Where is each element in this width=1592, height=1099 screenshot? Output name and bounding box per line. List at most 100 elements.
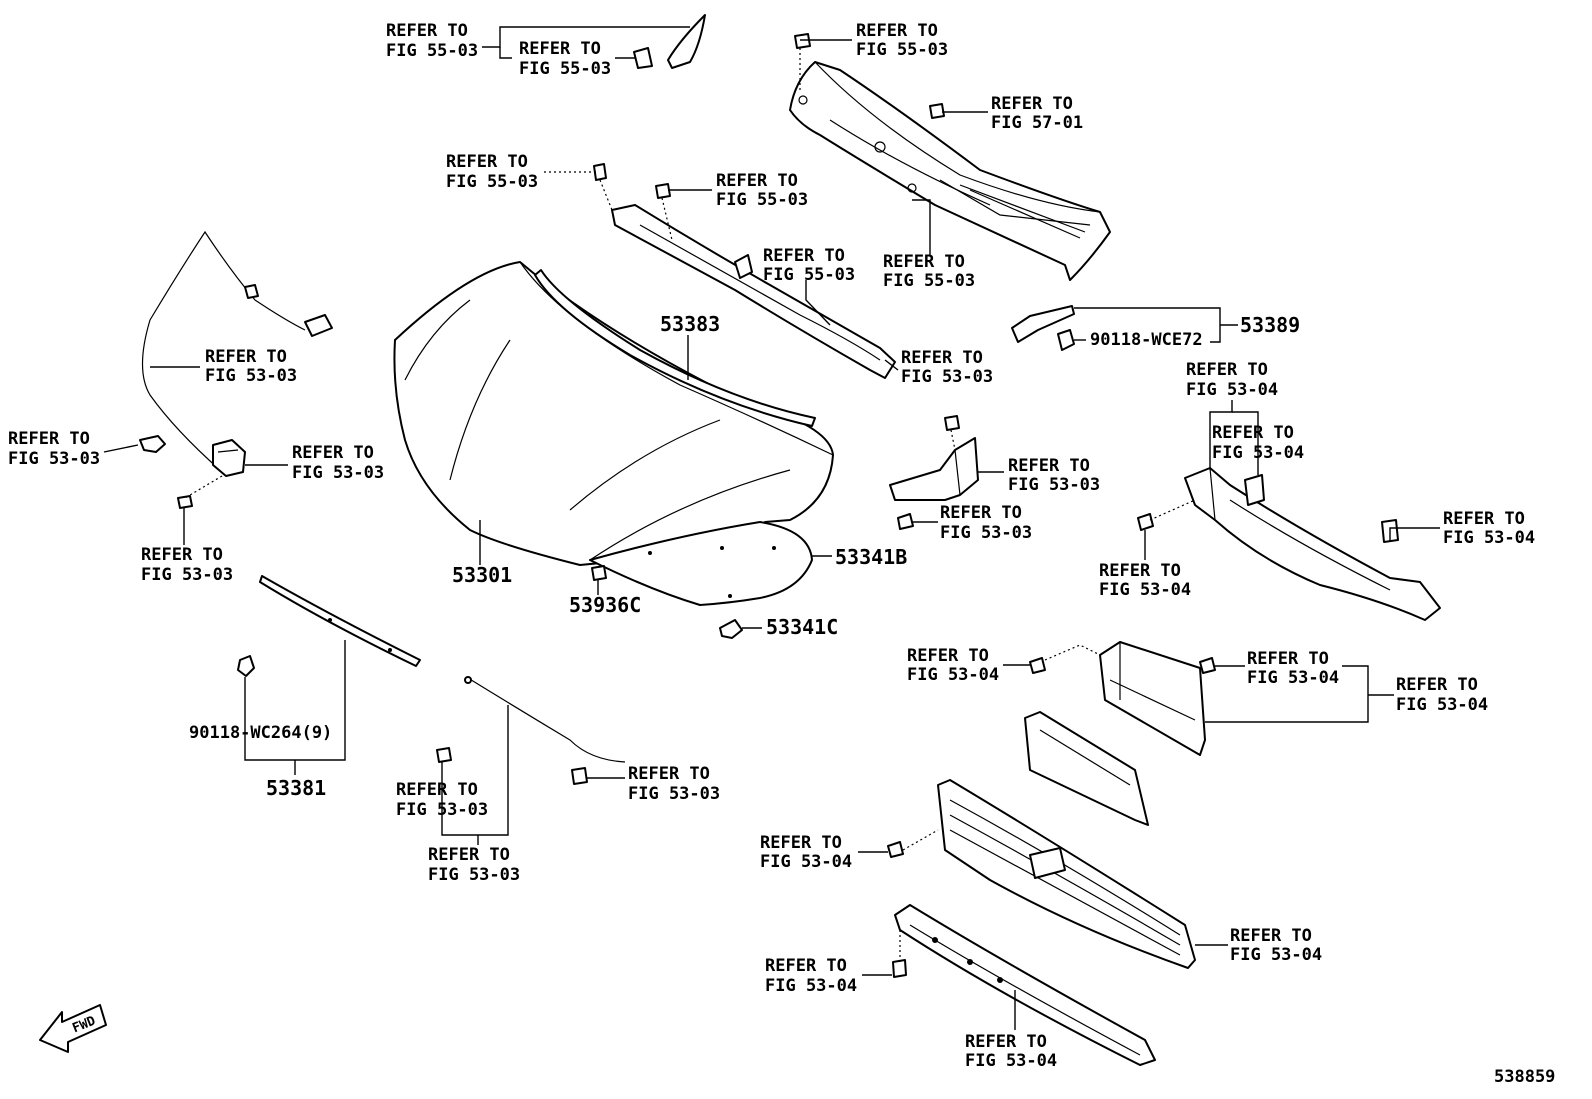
svg-text:REFER TO: REFER TO [1396, 675, 1478, 695]
cable-clip [139, 435, 166, 453]
callout-rod-grommet: REFER TO FIG 53-03 [396, 780, 488, 820]
svg-text:FIG 55-03: FIG 55-03 [763, 265, 855, 285]
callout-duct-clip: REFER TO FIG 53-04 [1247, 649, 1339, 688]
callout-seal-left: REFER TO FIG 55-03 [446, 152, 538, 192]
svg-text:REFER TO: REFER TO [8, 429, 90, 449]
fwd-arrow-icon: FWD [39, 1004, 107, 1053]
radiator-support-upper [1137, 467, 1441, 621]
callout-grille-bolt: REFER TO FIG 53-04 [760, 833, 852, 872]
callout-support-mid: REFER TO FIG 53-04 [1212, 423, 1304, 463]
lower-duct [1024, 711, 1149, 826]
svg-text:REFER TO: REFER TO [907, 646, 989, 666]
callout-support-bolt: REFER TO FIG 53-04 [1099, 561, 1191, 600]
svg-text:REFER TO: REFER TO [1212, 423, 1294, 443]
callout-top-left-2: REFER TO FIG 55-03 [519, 39, 611, 79]
clip-53341c [719, 619, 743, 639]
callout-lock-bolt: REFER TO FIG 53-03 [141, 545, 233, 585]
callout-duct-right: REFER TO FIG 53-04 [1396, 675, 1488, 715]
svg-text:REFER TO: REFER TO [991, 94, 1073, 114]
svg-text:REFER TO: REFER TO [856, 21, 938, 41]
svg-text:FIG 53-03: FIG 53-03 [141, 565, 233, 585]
svg-text:FIG 55-03: FIG 55-03 [856, 40, 948, 60]
clip-90118-wc264 [237, 655, 255, 677]
svg-text:REFER TO: REFER TO [883, 252, 965, 272]
svg-text:REFER TO: REFER TO [940, 503, 1022, 523]
svg-text:FIG 53-04: FIG 53-04 [765, 976, 857, 996]
svg-text:REFER TO: REFER TO [1247, 649, 1329, 669]
callout-cowl-clip: REFER TO FIG 55-03 [856, 21, 948, 60]
svg-text:FIG 53-03: FIG 53-03 [292, 463, 384, 483]
svg-text:FIG 53-03: FIG 53-03 [428, 865, 520, 885]
svg-text:REFER TO: REFER TO [292, 443, 374, 463]
svg-text:FIG 55-03: FIG 55-03 [446, 172, 538, 192]
lower-reinforcement [892, 904, 1156, 1066]
svg-text:REFER TO: REFER TO [205, 347, 287, 367]
svg-text:REFER TO: REFER TO [396, 780, 478, 800]
svg-text:FIG 55-03: FIG 55-03 [519, 59, 611, 79]
svg-text:REFER TO: REFER TO [141, 545, 223, 565]
callout-seal-end: REFER TO FIG 53-03 [901, 348, 993, 387]
svg-text:REFER TO: REFER TO [716, 171, 798, 191]
svg-text:FIG 53-03: FIG 53-03 [940, 523, 1032, 543]
part-number-53301: 53301 [452, 563, 512, 587]
callout-cable: REFER TO FIG 53-03 [205, 347, 297, 386]
cowl-seal [611, 204, 896, 379]
svg-text:REFER TO: REFER TO [965, 1032, 1047, 1052]
svg-text:REFER TO: REFER TO [628, 764, 710, 784]
svg-text:FIG 53-04: FIG 53-04 [907, 665, 999, 685]
cowl-top-panel [789, 61, 1111, 281]
svg-text:REFER TO: REFER TO [901, 348, 983, 368]
hood-hinge [889, 415, 979, 530]
svg-text:FIG 53-04: FIG 53-04 [1396, 695, 1488, 715]
svg-text:FIG 53-04: FIG 53-04 [1230, 945, 1322, 965]
callout-lower-bar: REFER TO FIG 53-04 [965, 1032, 1057, 1071]
svg-text:REFER TO: REFER TO [763, 246, 845, 266]
hood-release-cable [141, 230, 333, 471]
svg-text:REFER TO: REFER TO [1008, 456, 1090, 476]
hood-lock [212, 439, 246, 477]
part-number-53381: 53381 [266, 776, 326, 800]
svg-text:FIG 53-04: FIG 53-04 [1212, 443, 1304, 463]
svg-text:REFER TO: REFER TO [1099, 561, 1181, 581]
part-number-53341c: 53341C [766, 615, 838, 639]
svg-text:REFER TO: REFER TO [765, 956, 847, 976]
svg-text:FIG 53-03: FIG 53-03 [205, 366, 297, 386]
callout-rod: REFER TO FIG 53-03 [428, 845, 520, 885]
callout-lock: REFER TO FIG 53-03 [292, 443, 384, 483]
part-number-90118-wc264: 90118-WC264(9) [189, 723, 332, 743]
svg-text:REFER TO: REFER TO [1186, 360, 1268, 380]
svg-text:REFER TO: REFER TO [428, 845, 510, 865]
callout-cable-clip: REFER TO FIG 53-03 [8, 429, 100, 469]
svg-text:REFER TO: REFER TO [446, 152, 528, 172]
callout-grille: REFER TO FIG 53-04 [1230, 926, 1322, 965]
cowl-clips [593, 33, 945, 199]
svg-text:FIG 53-03: FIG 53-03 [901, 367, 993, 387]
leader-lines [103, 26, 1440, 1030]
svg-text:FIG 53-04: FIG 53-04 [1443, 528, 1535, 548]
hood-seal-strip [259, 575, 421, 667]
front-grille [887, 779, 1196, 969]
svg-text:FIG 53-03: FIG 53-03 [396, 800, 488, 820]
bracket-53389 [1011, 305, 1075, 351]
part-number-53936c: 53936C [569, 593, 641, 617]
svg-text:FIG 53-03: FIG 53-03 [8, 449, 100, 469]
svg-text:FIG 55-03: FIG 55-03 [716, 190, 808, 210]
svg-text:REFER TO: REFER TO [386, 21, 468, 41]
svg-text:FIG 53-04: FIG 53-04 [1247, 668, 1339, 688]
callout-hinge-bolt: REFER TO FIG 53-03 [940, 503, 1032, 543]
hood-support-rod [436, 676, 626, 785]
svg-text:FIG 53-03: FIG 53-03 [1008, 475, 1100, 495]
part-number-53389: 53389 [1240, 313, 1300, 337]
diagram-id: 538859 [1494, 1067, 1555, 1087]
callout-support-right: REFER TO FIG 53-04 [1443, 509, 1535, 548]
callout-cowl-bottom: REFER TO FIG 55-03 [883, 252, 975, 291]
svg-text:REFER TO: REFER TO [760, 833, 842, 853]
callout-lower-bolt: REFER TO FIG 53-04 [765, 956, 857, 996]
svg-text:FIG 53-04: FIG 53-04 [965, 1051, 1057, 1071]
svg-text:FIG 53-04: FIG 53-04 [1099, 580, 1191, 600]
side-seal [633, 14, 706, 69]
svg-text:FIG 55-03: FIG 55-03 [386, 41, 478, 61]
hood-insulator [589, 521, 813, 606]
